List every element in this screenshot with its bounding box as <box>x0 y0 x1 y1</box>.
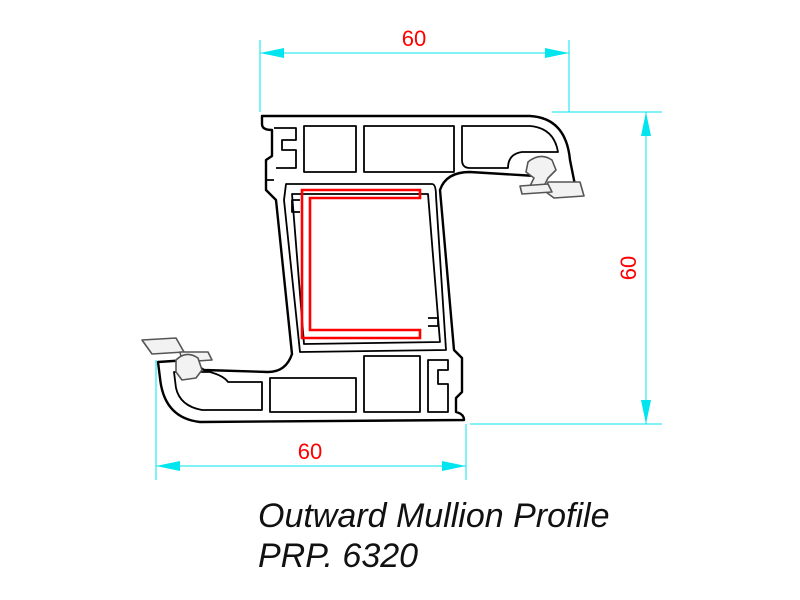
caption-title: Outward Mullion Profile <box>258 497 610 535</box>
dimension-bottom: 60 <box>155 360 467 480</box>
gasket-bottom-left <box>141 337 213 381</box>
dimension-top-label: 60 <box>402 26 426 51</box>
dimension-bottom-label: 60 <box>298 439 322 464</box>
gasket-top-right <box>519 155 585 199</box>
profile-outline <box>156 114 578 424</box>
caption-code: PRP. 6320 <box>258 537 419 575</box>
steel-reinforcement <box>300 188 422 340</box>
dimension-top: 60 <box>259 26 570 112</box>
dimension-right-label: 60 <box>616 256 641 280</box>
dimension-right: 60 <box>470 111 662 425</box>
